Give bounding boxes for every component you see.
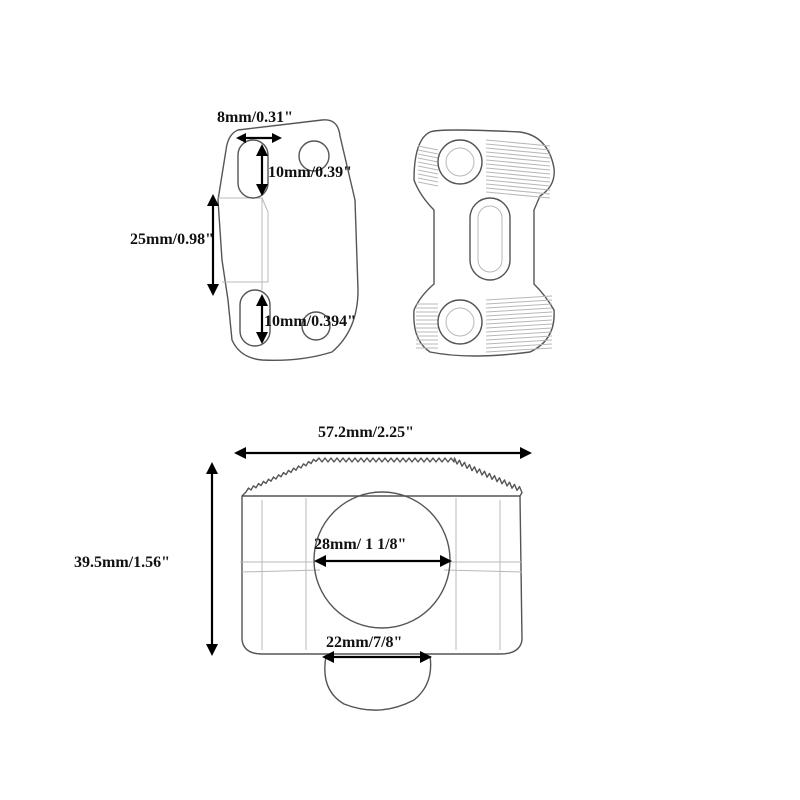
label-bottom-hole-height: 10mm/0.394": [264, 313, 356, 330]
front-center-slot: [469, 197, 511, 281]
rib-line: [485, 171, 551, 179]
upper-slot: [237, 139, 269, 199]
rib-line: [485, 335, 553, 341]
rib-line: [485, 307, 553, 313]
top-ribs: [417, 139, 551, 199]
rib-line: [485, 295, 553, 301]
rib-line: [485, 343, 553, 349]
rib-line: [485, 151, 551, 159]
rib-line: [417, 149, 439, 155]
rib-line: [485, 147, 551, 155]
rib-line: [485, 167, 551, 175]
bottom-ribs: [416, 295, 553, 353]
rib-line: [485, 191, 551, 199]
rib-line: [485, 139, 551, 147]
rib-line: [485, 163, 551, 171]
rib-line: [417, 161, 439, 167]
plate-outline: [217, 119, 359, 361]
lower-slot: [239, 289, 271, 347]
bar-clamp-riser: [240, 457, 523, 711]
front-bottom-hole: [437, 299, 483, 345]
upper-hole: [298, 140, 330, 172]
rib-line: [485, 331, 553, 337]
rib-line: [485, 311, 553, 317]
rib-line: [417, 165, 439, 171]
mounting-plate-front-view: [413, 129, 555, 357]
label-clamp-width: 57.2mm/2.25": [318, 424, 414, 441]
rib-line: [485, 187, 551, 195]
rib-line: [417, 153, 439, 159]
lower-hole: [301, 311, 331, 341]
rib-line: [485, 175, 551, 183]
rib-line: [417, 181, 439, 187]
label-clamp-height: 39.5mm/1.56": [74, 554, 170, 571]
rib-line: [417, 145, 439, 151]
rib-line: [485, 339, 553, 345]
rib-line: [485, 299, 553, 305]
rib-line: [485, 319, 553, 325]
label-plate-spacing: 25mm/0.98": [130, 231, 214, 248]
rib-line: [485, 323, 553, 329]
rib-line: [417, 173, 439, 179]
label-base-diameter: 22mm/7/8": [326, 634, 402, 651]
dimension-arrows: [206, 133, 532, 663]
dimension-labels: 8mm/0.31" 10mm/0.39" 25mm/0.98" 10mm/0.3…: [74, 109, 414, 651]
rib-line: [485, 303, 553, 309]
front-plate-outline: [413, 129, 555, 357]
rib-line: [485, 347, 553, 353]
rib-line: [485, 315, 553, 321]
rib-line: [485, 183, 551, 191]
rib-line: [485, 159, 551, 167]
serrated-top: [241, 457, 523, 497]
base-stud: [324, 655, 432, 711]
rib-line: [417, 169, 439, 175]
rib-line: [485, 179, 551, 187]
rib-line: [485, 155, 551, 163]
label-bar-diameter: 28mm/ 1 1/8": [314, 536, 406, 553]
clamp-body-outline: [241, 495, 523, 655]
plate-step: [218, 197, 269, 283]
mounting-plate-back-view: [217, 119, 359, 361]
label-top-slot-width: 8mm/0.31": [217, 109, 293, 126]
rib-line: [485, 143, 551, 151]
rib-line: [417, 177, 439, 183]
rib-line: [417, 157, 439, 163]
rib-line: [485, 327, 553, 333]
front-top-hole: [437, 139, 483, 185]
label-top-hole-height: 10mm/0.39": [268, 164, 352, 181]
